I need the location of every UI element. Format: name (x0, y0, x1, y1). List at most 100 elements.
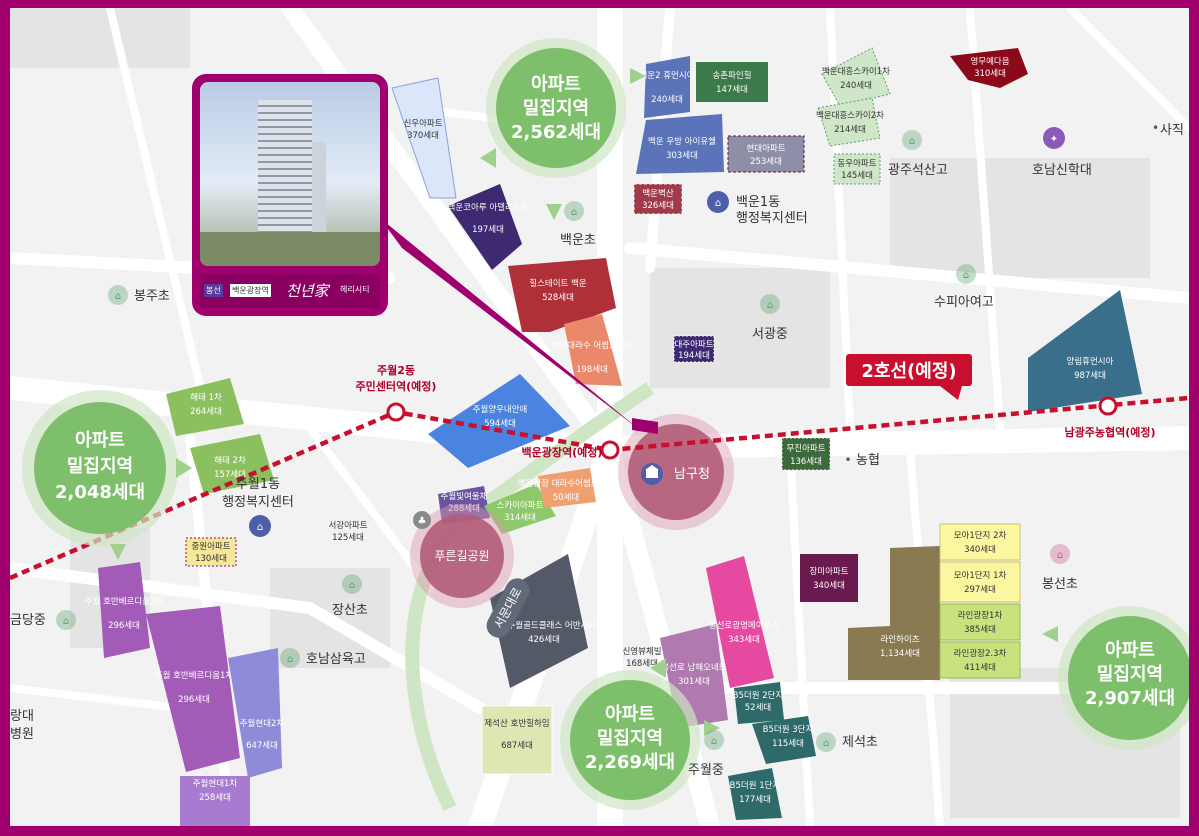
cluster-right[interactable]: 아파트 밀집지역 2,907세대 (1042, 606, 1189, 750)
svg-text:중원아파트: 중원아파트 (191, 541, 230, 552)
svg-text:326세대: 326세대 (642, 201, 674, 211)
place-sajik[interactable]: •사직 (1152, 121, 1184, 138)
place-jeseok[interactable]: ⌂ 제석초 (816, 732, 878, 752)
station-namgwangju[interactable]: 남광주농협역(예정) (1064, 396, 1156, 439)
promo-brand-logo: 천년家 (286, 282, 329, 300)
line2-callout[interactable]: 2호선(예정) (846, 354, 972, 400)
cluster-bottom[interactable]: 아파트 밀집지역 2,269세대 (560, 658, 720, 810)
svg-text:백운대흥스카이1차: 백운대흥스카이1차 (822, 66, 890, 77)
svg-text:백운대라수 어썸브릿지: 백운대라수 어썸브릿지 (552, 340, 633, 351)
svg-text:밀집지역: 밀집지역 (597, 728, 663, 749)
promo-card[interactable]: 봉선 백운광장역 천년家 헤리시티 (192, 74, 388, 316)
svg-text:사직: 사직 (1160, 123, 1184, 138)
place-supia[interactable]: ⌂수피아여고 (934, 264, 994, 310)
site-marker (632, 418, 658, 434)
place-bongseon[interactable]: ⌂봉선초 (1042, 544, 1078, 592)
school-icon: ⌂ (823, 738, 829, 749)
svg-text:제석초: 제석초 (842, 735, 878, 750)
place-bongju[interactable]: ⌂봉주초 (108, 285, 170, 305)
school-icon: ⌂ (287, 654, 293, 665)
university-icon: ✦ (1050, 134, 1058, 145)
svg-text:2,562세대: 2,562세대 (511, 122, 601, 143)
svg-text:힐스테이트 백운: 힐스테이트 백운 (529, 278, 587, 289)
gov-icon (641, 463, 663, 485)
park-hotspot[interactable]: 푸른길공원 ♣ (410, 504, 514, 608)
place-geumdang[interactable]: 금당중⌂ (10, 610, 76, 630)
svg-text:금당중: 금당중 (10, 613, 46, 628)
cluster-top[interactable]: 아파트 밀집지역 2,562세대 (480, 38, 646, 220)
place-gwangjuseoksan[interactable]: ⌂광주석산고 (888, 130, 948, 178)
svg-text:호남삼육고: 호남삼육고 (306, 652, 366, 667)
svg-text:서강아파트: 서강아파트 (328, 520, 367, 531)
place-juwol-mid[interactable]: ⌂주월중 (688, 730, 724, 778)
svg-text:528세대: 528세대 (542, 293, 574, 303)
apartment-block-09[interactable]: 백운대라수 어썸브릿지 198세대 (552, 314, 633, 386)
station-juwol2[interactable]: 주월2동 주민센터역(예정) (356, 363, 437, 422)
station-baegun[interactable]: 백운광장역(예정) (522, 440, 620, 460)
svg-text:50세대: 50세대 (553, 493, 579, 503)
svg-text:봉선초: 봉선초 (1042, 577, 1078, 592)
place-honam-univ[interactable]: ✦ 호남신학대 (1032, 127, 1092, 178)
svg-text:무진아파트: 무진아파트 (786, 443, 825, 454)
svg-text:주월현대2차: 주월현대2차 (240, 718, 285, 729)
svg-text:호남신학대: 호남신학대 (1032, 163, 1092, 178)
cluster-left[interactable]: 아파트 밀집지역 2,048세대 (22, 390, 192, 560)
svg-text:296세대: 296세대 (108, 621, 140, 631)
promo-image (200, 82, 380, 266)
bullet-icon: • (1152, 121, 1159, 135)
apartment-block-08[interactable]: 힐스테이트 백운 528세대 (508, 258, 616, 332)
place-nonghyup[interactable]: •농협 (844, 453, 879, 468)
place-seogwang[interactable]: ⌂서광중 (752, 294, 788, 342)
svg-text:214세대: 214세대 (834, 125, 866, 135)
svg-text:198세대: 198세대 (576, 365, 608, 375)
school-icon: ⌂ (571, 207, 577, 218)
place-honam-sam[interactable]: ⌂ 호남삼육고 (280, 648, 366, 668)
namgu-office-hotspot[interactable]: 남구청 (618, 414, 734, 530)
place-jangsan[interactable]: ⌂장산초 (332, 574, 368, 618)
place-baegun-school[interactable]: ⌂백운초 (560, 201, 596, 248)
